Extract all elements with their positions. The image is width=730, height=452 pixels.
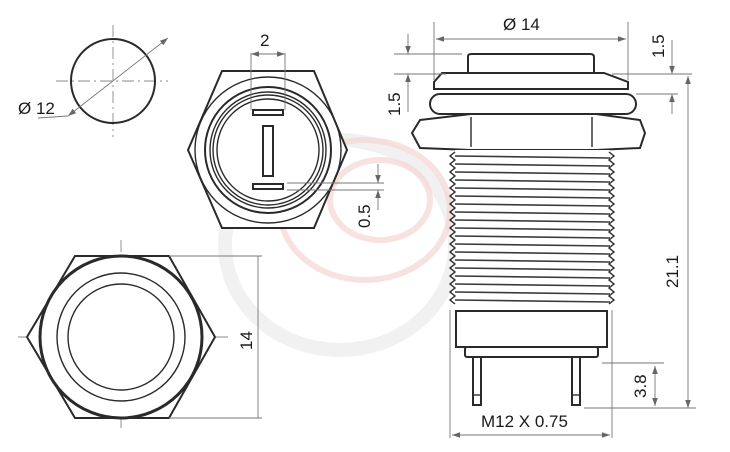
thread [448,151,616,305]
bezel-height-label: 1.5 [649,34,668,58]
total-length-label: 21.1 [663,255,682,288]
across-flats-label: 14 [237,331,256,350]
top-view [186,51,384,229]
terminal-thickness-label: 0.5 [355,204,374,228]
terminal-width-label: 2 [260,31,269,50]
cutout-diameter-label: Ø 12 [18,99,55,118]
panel-cutout-view [37,25,169,137]
head-height-label: 1.5 [385,92,404,116]
bottom-view [18,240,262,432]
side-view [394,22,696,438]
thread-spec-label: M12 X 0.75 [481,412,568,431]
head-diameter-label: Ø 14 [503,15,540,34]
pin-length-label: 3.8 [631,374,650,398]
